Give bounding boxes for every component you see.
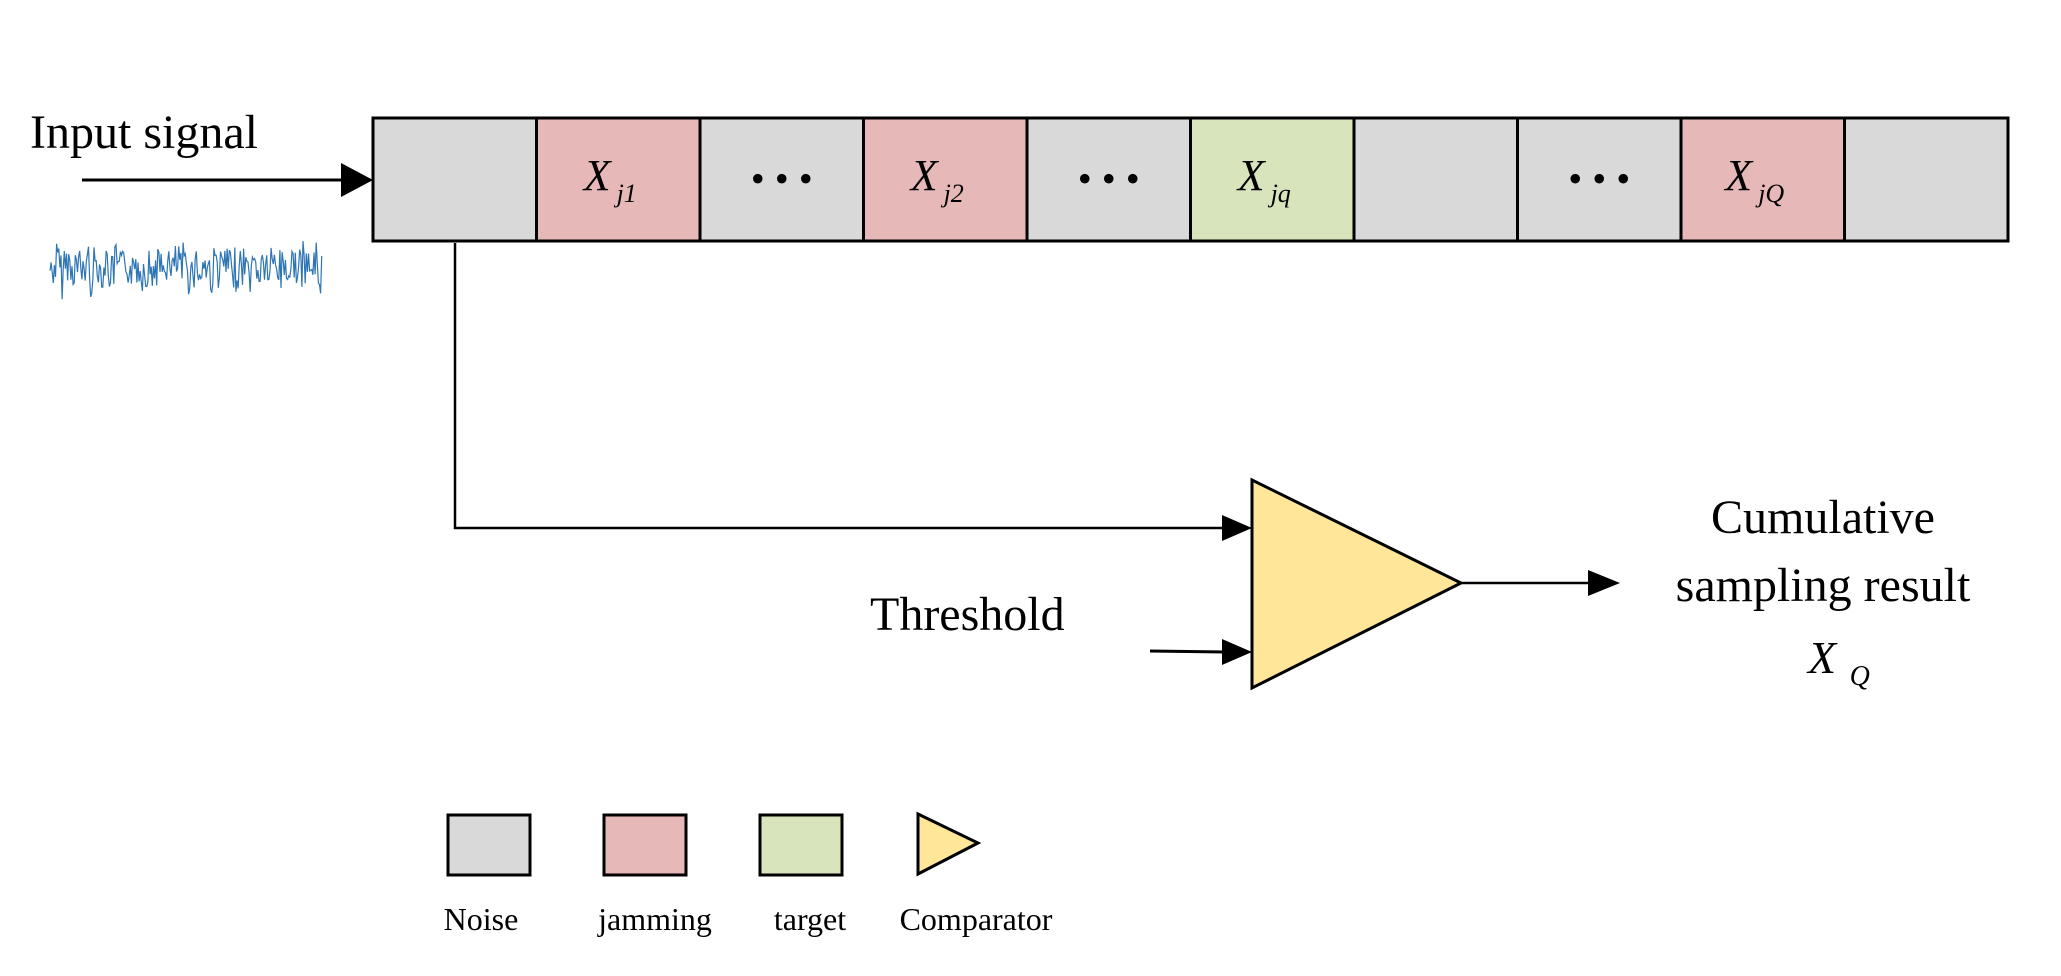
cell-noise (1843, 116, 2010, 243)
output-label-line2: sampling result (1676, 559, 1971, 612)
cell-noise (1516, 116, 1683, 243)
input-signal-label: Input signal (30, 106, 258, 159)
branch-line (453, 243, 1230, 530)
legend-jamming-swatch (602, 813, 688, 877)
threshold-arrowhead-icon (1222, 639, 1252, 665)
legend-comparator-icon (916, 811, 982, 877)
output-symbol-base: X (1806, 632, 1838, 683)
threshold-label: Threshold (870, 588, 1065, 641)
ellipsis-dots: • • • (751, 156, 813, 201)
input-arrowhead-icon (341, 163, 373, 197)
cell-target (1189, 116, 1356, 243)
legend-noise-swatch (446, 813, 532, 877)
output-symbol: X Q (1806, 632, 1870, 692)
ellipsis-dots: • • • (1568, 156, 1630, 201)
legend-noise-label: Noise (444, 901, 519, 937)
output-arrowhead-icon (1588, 570, 1620, 596)
output-symbol-sub: Q (1850, 661, 1870, 692)
cell-noise (1352, 116, 1519, 243)
output-label-line1: Cumulative (1711, 491, 1935, 544)
ellipsis-dots: • • • (1078, 156, 1140, 201)
comparator-triangle-icon (1250, 477, 1465, 691)
legend-jamming-label: jamming (597, 901, 712, 937)
legend-target-label: target (774, 901, 846, 937)
cell-jamming (1679, 116, 1846, 243)
cell-noise (1025, 116, 1192, 243)
noise-waveform-icon (49, 241, 323, 300)
legend-comparator-label: Comparator (900, 901, 1053, 937)
cell-noise (371, 116, 538, 243)
cell-jamming (862, 116, 1029, 243)
branch-arrowhead-icon (1222, 515, 1252, 541)
legend: Noise jamming target Comparator (444, 811, 1053, 937)
legend-target-swatch (758, 813, 844, 877)
threshold-line (1149, 649, 1226, 654)
